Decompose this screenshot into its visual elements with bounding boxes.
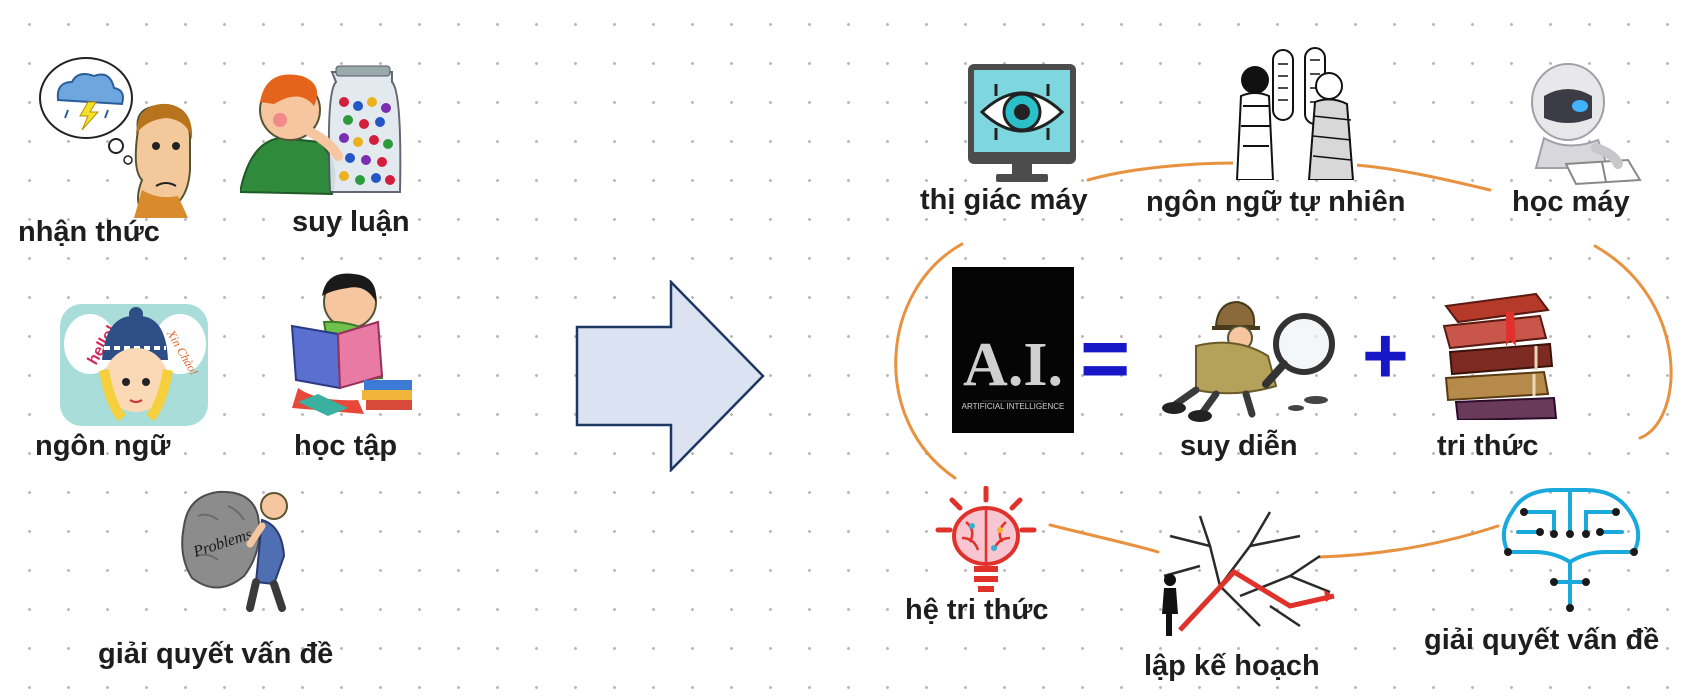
label-right-problem-solving: giải quyết vấn đề — [1424, 624, 1660, 656]
label-perception: nhận thức — [18, 216, 160, 248]
circuit-brain-icon — [1494, 482, 1646, 612]
thinking-man-icon — [38, 50, 200, 218]
transform-arrow-icon — [575, 280, 765, 472]
branching-paths-icon — [1150, 506, 1346, 640]
monitor-eye-icon — [966, 62, 1078, 184]
robot-reading-icon — [1496, 56, 1646, 186]
label-language: ngôn ngữ — [35, 430, 171, 462]
label-learning: học tập — [294, 430, 398, 462]
label-left-problem-solving: giải quyết vấn đề — [98, 638, 334, 670]
poster-subtitle: ARTIFICIAL INTELLIGENCE — [962, 402, 1065, 411]
detective-magnifier-icon — [1156, 286, 1336, 422]
girl-greeting-icon: hello! Xin Chào! — [56, 300, 212, 430]
label-knowledge: tri thức — [1437, 430, 1539, 462]
equals-operator: = — [1080, 311, 1131, 407]
label-machine-learning: học máy — [1512, 186, 1630, 218]
label-machine-vision: thị giác máy — [920, 184, 1088, 216]
boy-reading-icon — [278, 268, 414, 418]
lightbulb-brain-icon — [934, 486, 1038, 594]
books-stack-icon — [1436, 286, 1562, 420]
problems-rock-icon: Problems — [178, 486, 298, 612]
poster-title: A.I. — [963, 331, 1063, 399]
conversation-icon — [1233, 46, 1357, 180]
plus-operator: + — [1362, 311, 1409, 400]
label-knowledge-system: hệ tri thức — [905, 594, 1049, 626]
ai-poster-icon: A.I. ARTIFICIAL INTELLIGENCE — [952, 267, 1074, 433]
label-reasoning: suy luận — [292, 206, 410, 238]
label-inference: suy diễn — [1180, 430, 1298, 462]
boy-candy-jar-icon — [240, 62, 412, 198]
label-planning: lập kế hoạch — [1144, 650, 1320, 682]
label-natural-language: ngôn ngữ tự nhiên — [1146, 186, 1406, 218]
